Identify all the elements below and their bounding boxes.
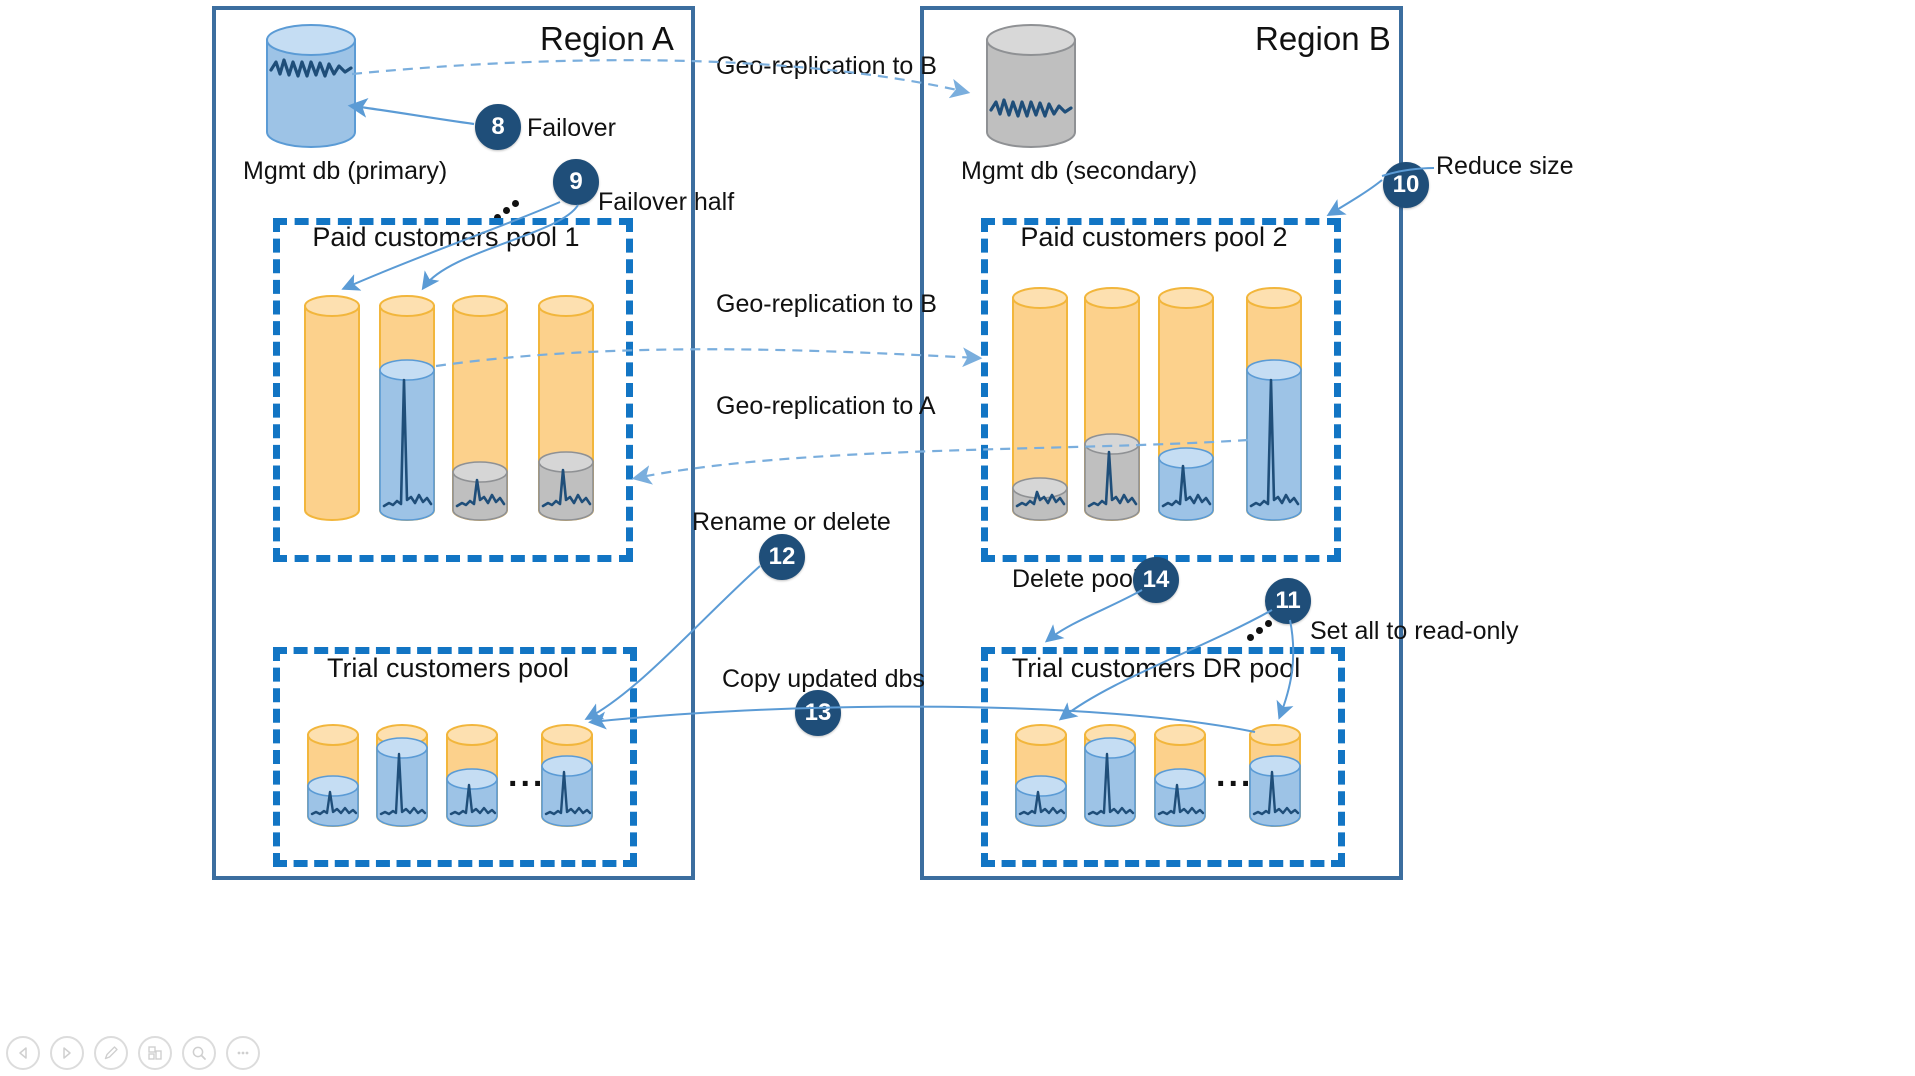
paid-pool-1-title: Paid customers pool 1	[312, 222, 580, 252]
step-label-rename-or-delete: Rename or delete	[692, 508, 891, 536]
pool-db	[375, 724, 429, 828]
previous-icon[interactable]	[6, 1036, 40, 1070]
trial-pool-title: Trial customers pool	[326, 653, 570, 683]
step-badge-13[interactable]: 13	[795, 690, 841, 736]
mgmt-db-secondary-label: Mgmt db (secondary)	[961, 157, 1198, 185]
viewer-toolbar[interactable]	[0, 1036, 260, 1070]
pool-db	[1248, 724, 1302, 828]
ellipsis-read-only	[1247, 618, 1273, 644]
pool-db	[537, 294, 595, 522]
paid-pool-2-title: Paid customers pool 2	[1020, 222, 1288, 252]
mgmt-db-secondary	[985, 24, 1077, 148]
step-badge-14[interactable]: 14	[1133, 557, 1179, 603]
geo-replication-to-b-label: Geo-replication to B	[716, 290, 937, 318]
trial-dr-pool-ellipsis: ...	[1216, 756, 1254, 794]
pool-db	[303, 294, 361, 522]
step-label-set-read-only: Set all to read-only	[1310, 617, 1519, 645]
mgmt-db-primary-label: Mgmt db (primary)	[243, 157, 448, 185]
mgmt-db-primary	[265, 24, 357, 148]
step-badge-8[interactable]: 8	[475, 104, 521, 150]
step-label-reduce-size: Reduce size	[1436, 152, 1574, 180]
pool-db	[1245, 286, 1303, 522]
pool-db	[445, 724, 499, 828]
pool-db	[1011, 286, 1069, 522]
pool-db	[1083, 724, 1137, 828]
pool-db	[378, 294, 436, 522]
trial-pool-ellipsis: ...	[508, 756, 546, 794]
region-b-title: Region B	[1255, 20, 1391, 57]
geo-replication-mgmt-label: Geo-replication to B	[716, 52, 937, 80]
pool-db	[1153, 724, 1207, 828]
magnifier-icon[interactable]	[182, 1036, 216, 1070]
pool-db	[306, 724, 360, 828]
pool-db	[1014, 724, 1068, 828]
pool-db	[540, 724, 594, 828]
geo-replication-to-a-label: Geo-replication to A	[716, 392, 936, 420]
region-a-title: Region A	[540, 20, 674, 57]
trial-dr-pool-title: Trial customers DR pool	[1011, 653, 1301, 683]
step-badge-9[interactable]: 9	[553, 159, 599, 205]
step-badge-12[interactable]: 12	[759, 534, 805, 580]
pool-db	[1157, 286, 1215, 522]
more-icon[interactable]	[226, 1036, 260, 1070]
step-badge-10[interactable]: 10	[1383, 162, 1429, 208]
layout-icon[interactable]	[138, 1036, 172, 1070]
pool-db	[451, 294, 509, 522]
step-label-failover-half: Failover half	[598, 188, 735, 216]
step-label-failover: Failover	[527, 114, 616, 142]
trial-pool-box	[273, 647, 637, 867]
pen-icon[interactable]	[94, 1036, 128, 1070]
step-label-copy-updated-dbs: Copy updated dbs	[722, 665, 925, 693]
pool-db	[1083, 286, 1141, 522]
step-label-delete-pool: Delete pool	[1012, 565, 1139, 593]
next-icon[interactable]	[50, 1036, 84, 1070]
